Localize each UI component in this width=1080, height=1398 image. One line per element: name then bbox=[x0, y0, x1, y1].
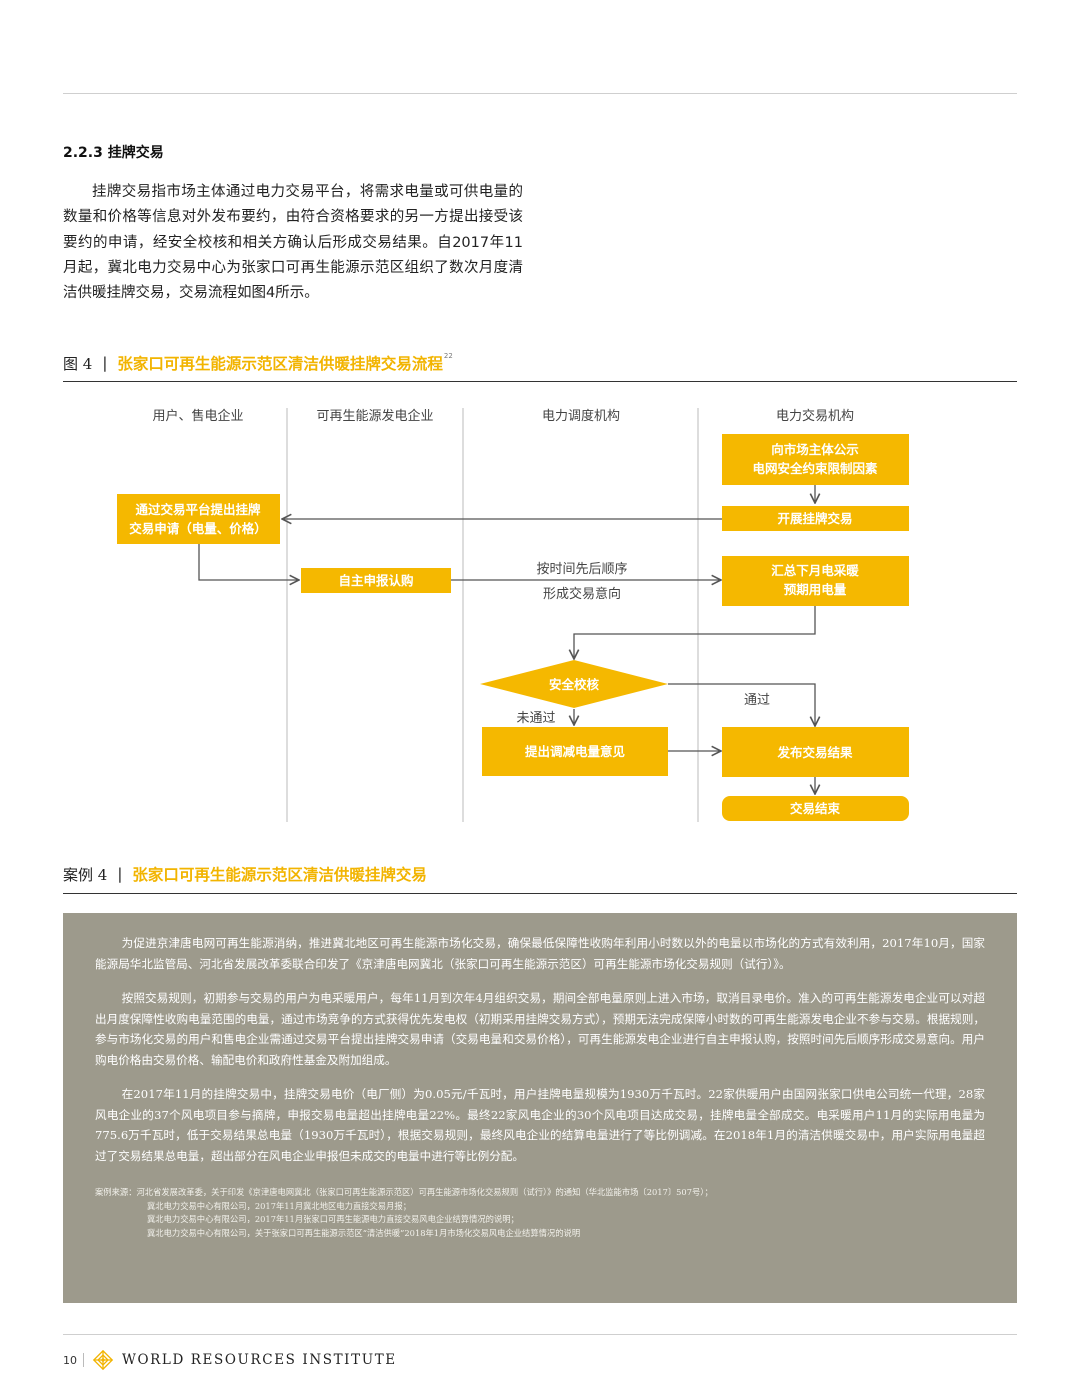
node-end-label: 交易结束 bbox=[790, 801, 841, 816]
case-paragraph-1: 为促进京津唐电网可再生能源消纳，推进冀北地区可再生能源市场化交易，确保最低保障性… bbox=[95, 936, 985, 971]
flowchart: 用户、售电企业 可再生能源发电企业 电力调度机构 电力交易机构 向市场主体公示 … bbox=[117, 408, 909, 822]
arrow-summary-to-check bbox=[574, 606, 816, 659]
node-reduce bbox=[482, 727, 668, 776]
node-announce-line1: 向市场主体公示 bbox=[771, 442, 859, 457]
node-publish bbox=[722, 727, 909, 777]
note-order-line2: 形成交易意向 bbox=[543, 586, 621, 602]
node-publish-label: 发布交易结果 bbox=[776, 745, 853, 760]
node-apply-line2: 交易申请（电量、价格） bbox=[129, 521, 267, 536]
figure-rule bbox=[63, 381, 1017, 382]
figure-label: 图 4 bbox=[63, 354, 93, 373]
node-summary-line2: 预期用电量 bbox=[784, 582, 847, 597]
note-pass: 通过 bbox=[744, 693, 770, 708]
lane-header-dispatch: 电力调度机构 bbox=[542, 408, 620, 424]
lane-header-generators: 可再生能源发电企业 bbox=[316, 408, 433, 424]
case-paragraph-3: 在2017年11月的挂牌交易中，挂牌交易电价（电厂侧）为0.05元/千瓦时，用户… bbox=[95, 1087, 985, 1163]
case-source-line: 冀北电力交易中心有限公司，2017年11月冀北地区电力直接交易月报； bbox=[147, 1200, 411, 1211]
header-rule bbox=[63, 93, 1017, 94]
lane-header-exchange: 电力交易机构 bbox=[776, 408, 854, 424]
node-start-trade bbox=[722, 506, 909, 531]
footer-rule bbox=[63, 1334, 1017, 1335]
node-end bbox=[722, 796, 909, 821]
brand-name: WORLD RESOURCES INSTITUTE bbox=[122, 1352, 397, 1368]
footer-separator bbox=[83, 1353, 84, 1367]
case-source-line: 案例来源：河北省发展改革委，关于印发《京津唐电网冀北（张家口可再生能源示范区）可… bbox=[95, 1187, 713, 1197]
case-caption: 案例 4 | 张家口可再生能源示范区清洁供暖挂牌交易 bbox=[63, 860, 427, 888]
note-fail: 未通过 bbox=[516, 711, 555, 726]
node-safety-check-label: 安全校核 bbox=[549, 677, 600, 692]
page-number: 10 bbox=[63, 1353, 77, 1367]
node-summary-line1: 汇总下月电采暖 bbox=[771, 563, 859, 578]
arrow-check-pass bbox=[668, 683, 815, 726]
node-reduce-label: 提出调减电量意见 bbox=[525, 744, 626, 759]
figure-footnote: 22 bbox=[443, 352, 453, 360]
case-sources: 案例来源：河北省发展改革委，关于印发《京津唐电网冀北（张家口可再生能源示范区）可… bbox=[95, 1186, 985, 1240]
node-summary bbox=[722, 556, 909, 606]
wri-logo-icon bbox=[92, 1349, 114, 1371]
case-paragraph-2: 按照交易规则，初期参与交易的用户为电采暖用户，每年11月到次年4月组织交易，期间… bbox=[95, 991, 985, 1067]
node-announce bbox=[722, 434, 909, 485]
node-apply bbox=[117, 494, 280, 544]
case-rule bbox=[63, 893, 1017, 894]
case-label: 案例 4 bbox=[63, 865, 108, 884]
figure-caption: 图 4 | 张家口可再生能源示范区清洁供暖挂牌交易流程 22 bbox=[63, 348, 453, 378]
node-start-trade-label: 开展挂牌交易 bbox=[777, 511, 852, 526]
figure-title: 张家口可再生能源示范区清洁供暖挂牌交易流程 bbox=[117, 355, 443, 373]
note-order-line1: 按时间先后顺序 bbox=[536, 562, 627, 577]
node-announce-line2: 电网安全约束限制因素 bbox=[752, 461, 878, 476]
section-heading: 2.2.3 挂牌交易 bbox=[63, 145, 164, 161]
node-safety-check bbox=[480, 660, 668, 708]
body-paragraph: 挂牌交易指市场主体通过电力交易平台，将需求电量或可供电量的数量和价格等信息对外发… bbox=[63, 184, 523, 302]
case-separator: | bbox=[117, 865, 123, 883]
node-apply-line1: 通过交易平台提出挂牌 bbox=[135, 502, 261, 517]
lane-header-users: 用户、售电企业 bbox=[152, 408, 243, 424]
footer: 10 WORLD RESOURCES INSTITUTE bbox=[63, 1346, 397, 1374]
node-declare bbox=[301, 568, 451, 593]
arrow-apply-to-declare bbox=[198, 544, 299, 580]
case-source-line: 冀北电力交易中心有限公司，2017年11月张家口可再生能源电力直接交易风电企业结… bbox=[147, 1214, 519, 1225]
case-study-box: 为促进京津唐电网可再生能源消纳，推进冀北地区可再生能源市场化交易，确保最低保障性… bbox=[63, 913, 1017, 1303]
case-title: 张家口可再生能源示范区清洁供暖挂牌交易 bbox=[132, 866, 427, 884]
case-source-line: 冀北电力交易中心有限公司，关于张家口可再生能源示范区“清洁供暖”2018年1月市… bbox=[147, 1227, 581, 1238]
figure-separator: | bbox=[102, 354, 108, 372]
node-declare-label: 自主申报认购 bbox=[338, 573, 413, 588]
